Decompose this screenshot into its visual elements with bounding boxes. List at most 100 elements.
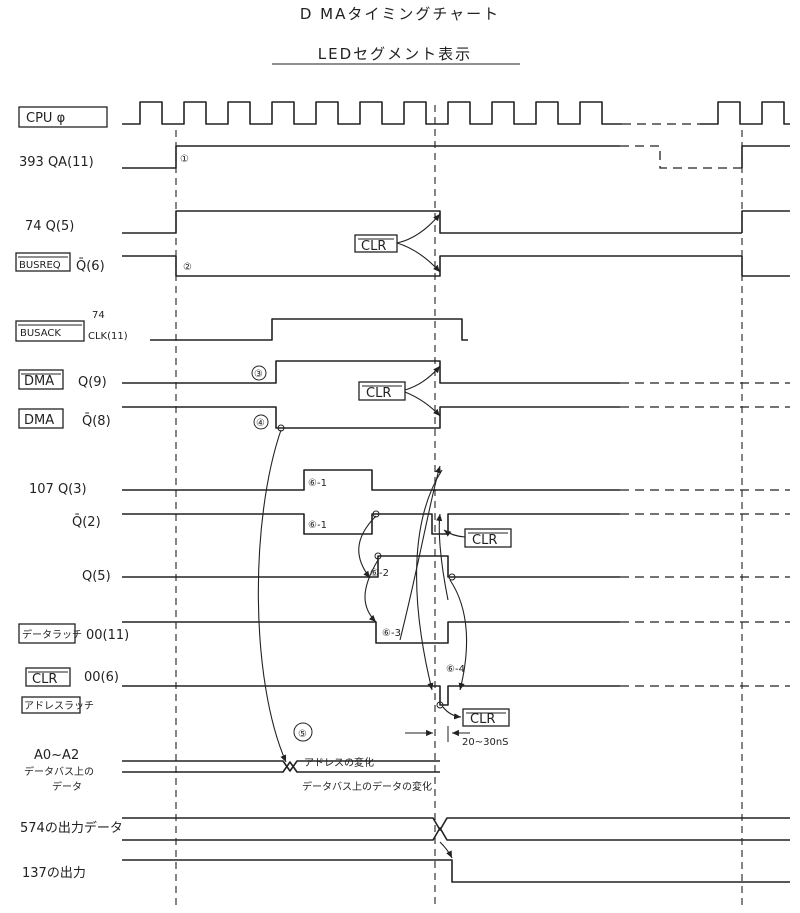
clr-label-3: CLR xyxy=(472,533,497,548)
qbar2-label: Q̄(2) xyxy=(72,515,101,530)
annotation-1: ① xyxy=(180,154,189,165)
cpu-clock-waveform xyxy=(122,101,622,125)
clr-label-2: CLR xyxy=(366,386,391,401)
q107-waveform xyxy=(122,469,620,491)
addrlatch-label-box xyxy=(21,696,81,714)
cpu-label: CPU φ xyxy=(26,111,65,126)
addrlatch-point xyxy=(436,701,444,709)
annotation-3: ③ xyxy=(254,369,263,380)
out574-top xyxy=(122,817,790,831)
qbar2-point xyxy=(372,510,380,518)
clr-arrow-1b xyxy=(396,242,441,273)
annotation-4-circle xyxy=(253,414,269,430)
dma-q-waveform xyxy=(122,360,620,384)
chart-title: D MAタイミングチャート xyxy=(300,5,500,23)
clr-arrow-4 xyxy=(442,706,462,720)
q5-to-datalatch-arrow xyxy=(364,559,379,623)
dmabar-pin: Q̄(8) xyxy=(82,414,111,429)
annotation-6-2: ⑥-2 xyxy=(370,568,389,579)
busack-label: BUSACK xyxy=(20,328,61,339)
busack-pin-top: 74 xyxy=(92,310,105,321)
q107-label: 107 Q(3) xyxy=(29,482,87,497)
chart-subtitle: LEDセグメント表示 xyxy=(318,45,472,63)
q107-to-addrlatch-arrow xyxy=(416,469,443,691)
busreq-resume xyxy=(741,256,790,277)
out574-to-137-arrow xyxy=(439,841,453,859)
qbar2-waveform xyxy=(122,513,620,535)
annotation-6-1b: ⑥-1 xyxy=(308,520,327,531)
datalatch-waveform xyxy=(122,621,620,644)
out574-bottom xyxy=(122,827,790,841)
clr-box-4 xyxy=(462,708,510,727)
dmabar-label: DMA xyxy=(24,413,54,428)
qbar2-to-q5-arrow xyxy=(358,515,377,579)
q5-to-clr-arrow xyxy=(449,579,468,691)
addrlatch-label: アドレスラッチ xyxy=(24,700,94,712)
a0a2-label-2: データバス上の xyxy=(24,765,94,778)
dmabar-label-box xyxy=(18,408,64,429)
dma-label: DMA xyxy=(24,374,54,389)
busack-pin-bottom: CLK(11) xyxy=(88,331,128,342)
qa393-label: 393 QA(11) xyxy=(19,155,94,170)
timing-label: 20~30nS xyxy=(462,737,509,748)
annotation-5: ⑤ xyxy=(298,729,307,740)
address-change-label: アドレスの変化 xyxy=(304,756,374,769)
busreq-pin: Q̄(6) xyxy=(76,259,105,274)
annotation-6-3: ⑥-3 xyxy=(382,628,401,639)
datalatch-pin: 00(11) xyxy=(86,628,129,643)
q5-point-rise xyxy=(374,552,382,560)
datalatch-label-box xyxy=(18,623,76,644)
q5-point-fall xyxy=(448,573,456,581)
qa393-gap xyxy=(620,145,742,169)
dma-q-pin: Q(9) xyxy=(78,375,107,390)
cpu-clock-resume xyxy=(700,101,790,125)
annotation-3-circle xyxy=(251,365,267,381)
annotation-4: ④ xyxy=(256,418,265,429)
out137-waveform xyxy=(122,859,742,883)
dma-label-box xyxy=(18,369,64,390)
address-bus-top xyxy=(122,760,440,772)
clr-arrow-2b xyxy=(404,391,441,417)
busreq-label-box xyxy=(15,252,71,272)
data-change-label: データバス上のデータの変化 xyxy=(302,780,432,793)
q74-resume xyxy=(741,210,790,233)
clr-box-2 xyxy=(358,381,406,401)
annotation-2: ② xyxy=(183,262,192,273)
busreq-label: BUSREQ xyxy=(19,260,61,271)
clr-arrow-3 xyxy=(443,529,466,538)
dmabar-waveform xyxy=(122,406,620,429)
out574-label: 574の出力データ xyxy=(20,820,123,836)
q5-to-qbar2-arrow xyxy=(436,513,449,601)
clr-pin: 00(6) xyxy=(84,670,119,685)
clr-pin-label: CLR xyxy=(32,672,57,687)
annotation-6-4: ⑥-4 xyxy=(446,664,465,675)
dmabar-to-address-arrow xyxy=(257,429,287,763)
annotation-5-circle xyxy=(293,722,313,742)
a0a2-label-3: データ xyxy=(52,780,82,793)
clr-waveform xyxy=(122,685,620,706)
annotation-6-1a: ⑥-1 xyxy=(308,478,327,489)
out137-label: 137の出力 xyxy=(22,866,86,881)
q74-label: 74 Q(5) xyxy=(25,219,74,234)
address-bus-bottom xyxy=(122,761,440,773)
datalatch-label: データラッチ xyxy=(22,628,82,641)
clr-label-1: CLR xyxy=(361,239,386,254)
clr-arrow-2a xyxy=(404,365,441,391)
datalatch-to-q107-arrow xyxy=(399,465,442,641)
clr-box-3 xyxy=(464,528,512,548)
clr-pin-label-box xyxy=(25,667,71,687)
qa393-resume xyxy=(741,145,790,168)
cpu-label-box xyxy=(18,106,108,128)
busreq-waveform xyxy=(122,255,742,277)
a0a2-label-1: A0~A2 xyxy=(34,748,79,763)
qa393-waveform xyxy=(122,145,620,169)
q74-waveform xyxy=(122,210,742,234)
q5-waveform xyxy=(122,555,620,578)
busack-waveform xyxy=(150,318,468,341)
clr-arrow-1a xyxy=(396,213,441,244)
q5-label: Q(5) xyxy=(82,569,111,584)
busack-label-box xyxy=(15,320,85,342)
clr-label-4: CLR xyxy=(470,712,495,727)
